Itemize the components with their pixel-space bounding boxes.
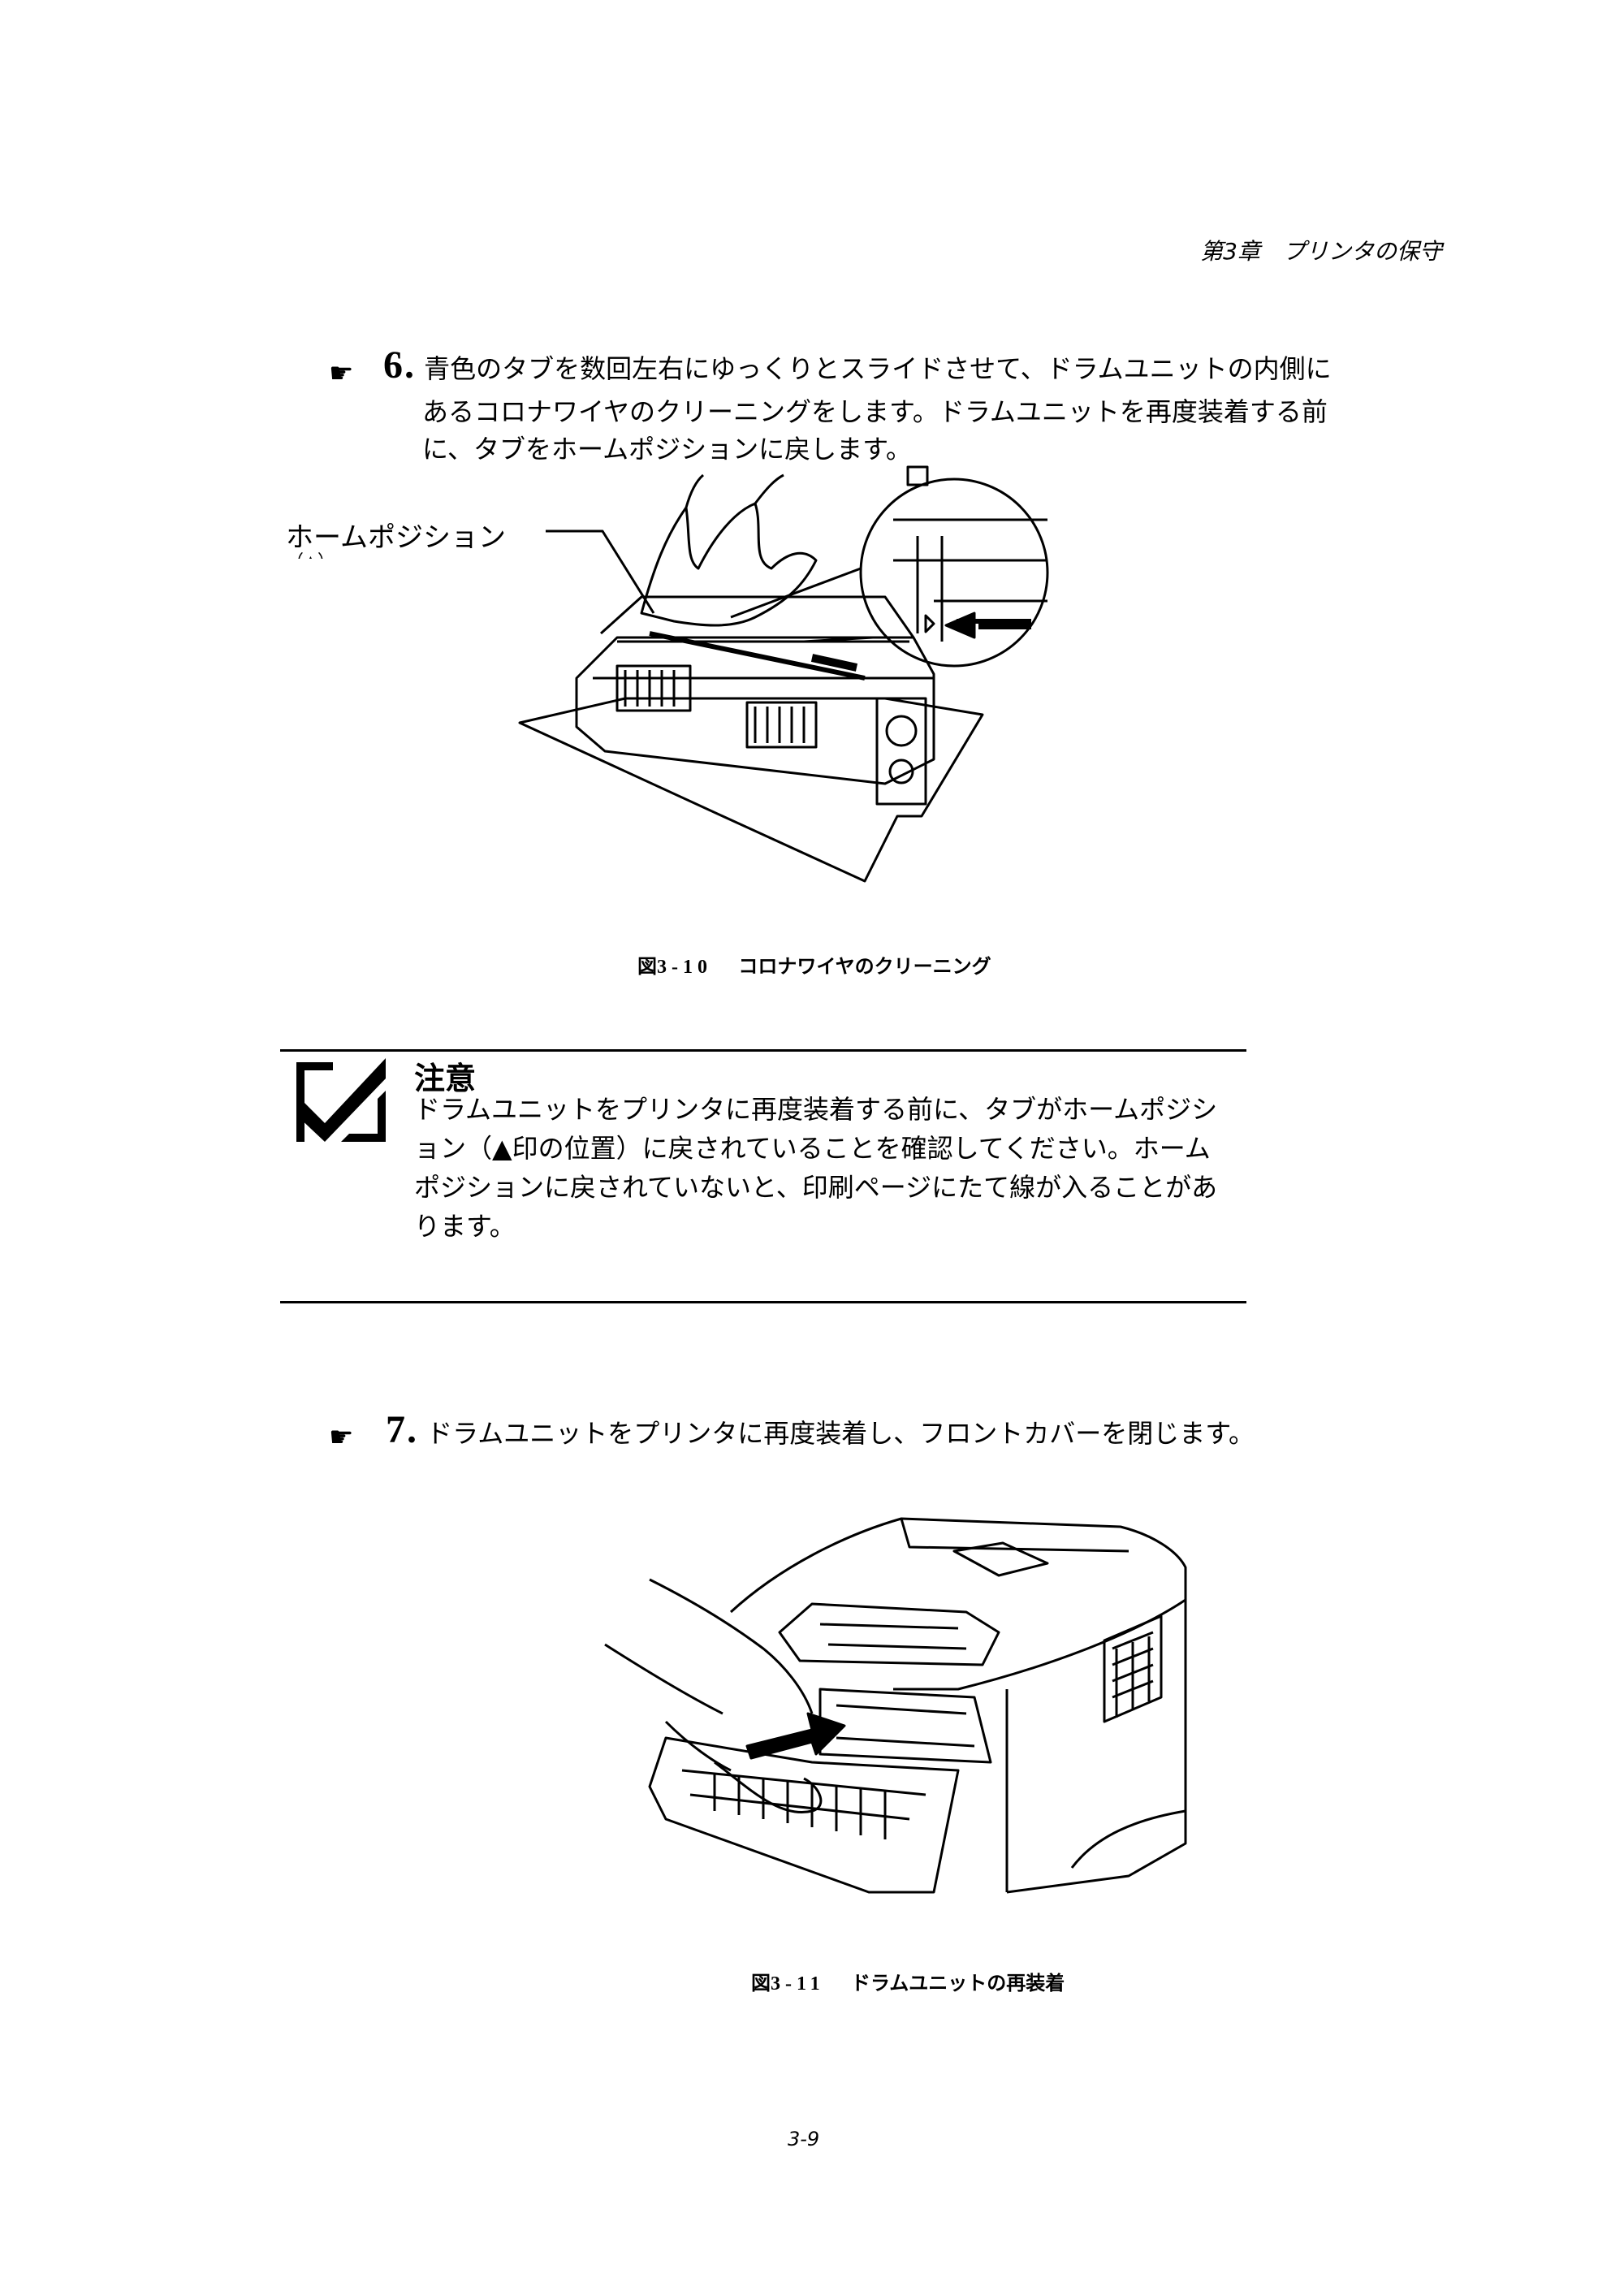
figure-3-10-caption: 図3-10 コロナワイヤのクリーニング bbox=[637, 955, 991, 978]
step-7-text: ドラムユニットをプリンタに再度装着し、フロントカバーを閉じます。 bbox=[426, 1418, 1255, 1449]
figure-3-11-caption: 図3-11 ドラムユニットの再装着 bbox=[751, 1972, 1065, 1995]
step-6-line-2: あるコロナワイヤのクリーニングをします。ドラムユニットを再度装着する前 bbox=[422, 396, 1328, 427]
chapter-header: 第3章 プリンタの保守 bbox=[1200, 238, 1442, 265]
page-number: 3-9 bbox=[788, 2128, 820, 2150]
step-number: 6 bbox=[383, 344, 404, 387]
note-body: ドラムユニットをプリンタに再度装着する前に、タブがホームポジシ ョン（▲印の位置… bbox=[414, 1094, 1218, 1242]
pointing-hand-icon: ☛ bbox=[329, 357, 354, 390]
step-6: 6. 青色のタブを数回左右にゆっくりとスライドさせて、ドラムユニットの内側に bbox=[383, 344, 1332, 387]
home-position-label: ホームポジション bbox=[286, 521, 506, 554]
step-number: 7 bbox=[386, 1408, 407, 1451]
step-7: 7. ドラムユニットをプリンタに再度装着し、フロントカバーを閉じます。 bbox=[386, 1408, 1255, 1451]
pointing-hand-icon: ☛ bbox=[329, 1421, 354, 1454]
step-6-line-3: に、タブをホームポジションに戻します。 bbox=[422, 434, 912, 465]
step-6-line-1: 青色のタブを数回左右にゆっくりとスライドさせて、ドラムユニットの内側に bbox=[424, 353, 1332, 384]
note-title: 注意 bbox=[414, 1061, 477, 1096]
note-top-rule bbox=[280, 1049, 1246, 1052]
checkmark-icon bbox=[294, 1056, 388, 1142]
note-bottom-rule bbox=[280, 1301, 1246, 1303]
home-position-label-sub: （▲） bbox=[286, 547, 335, 559]
